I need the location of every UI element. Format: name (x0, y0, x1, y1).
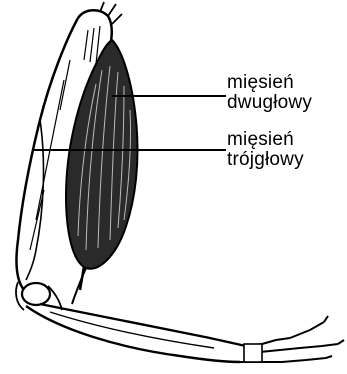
biceps-tendon (72, 268, 86, 304)
forearm-upper-bone (40, 304, 246, 346)
biceps-label-line1: mięsień (227, 73, 294, 92)
biceps-label-line2: dwugłowy (227, 93, 312, 112)
elbow-joint (22, 283, 50, 305)
triceps-label-line2: trójgłowy (227, 150, 304, 169)
finger-tips (324, 316, 344, 358)
triceps-label-line1: mięsień (227, 130, 294, 149)
wrist-carpals (244, 344, 262, 362)
